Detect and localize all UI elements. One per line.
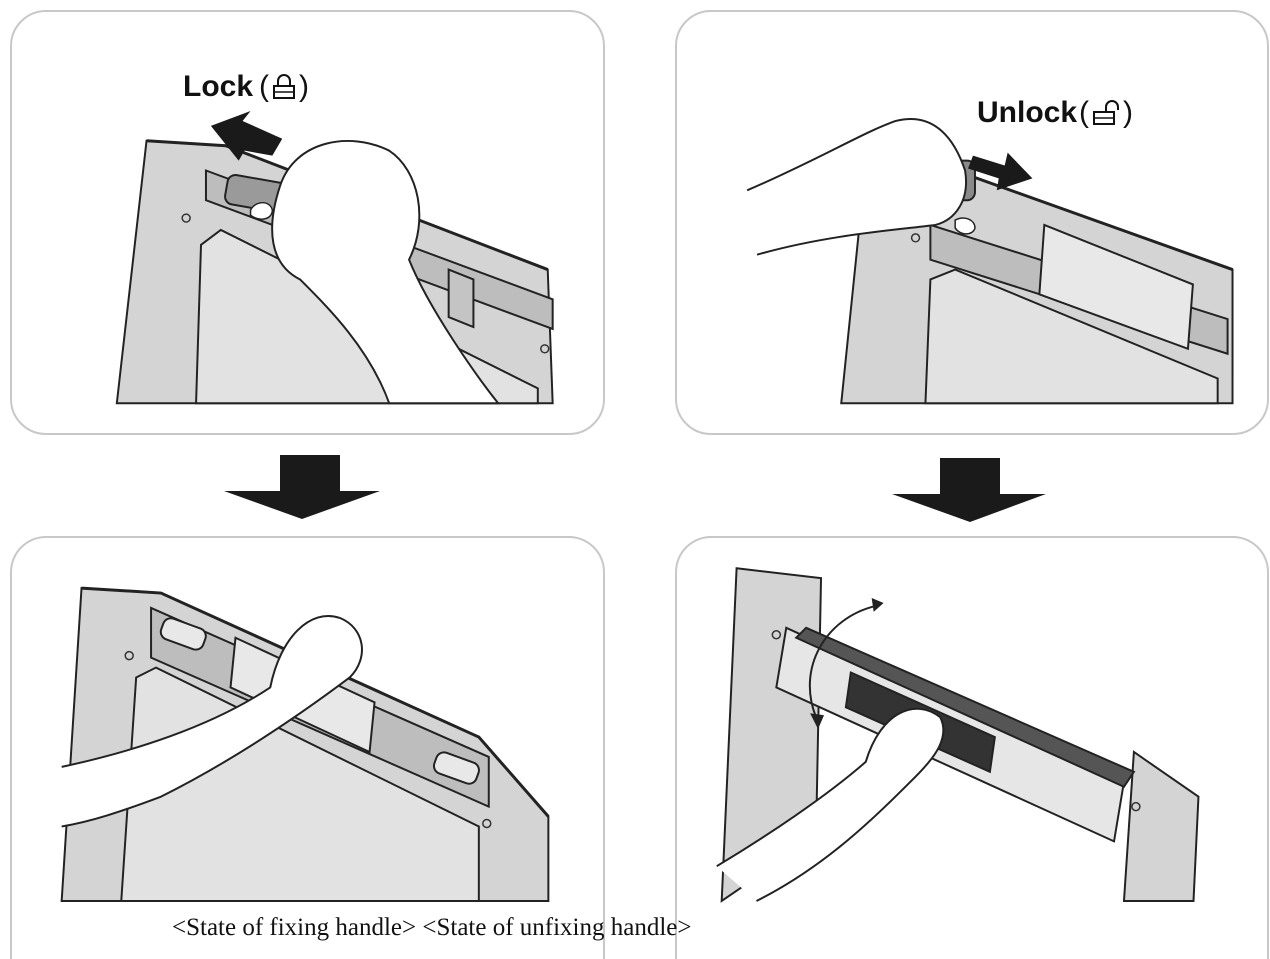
panel-unfixed-handle <box>675 536 1269 959</box>
lock-close-paren: ) <box>299 70 310 103</box>
unlock-direction-arrow-icon <box>968 152 1033 191</box>
unlock-label: Unlock ( ) <box>977 96 1135 130</box>
unlock-open-paren: ( <box>1079 96 1090 129</box>
unlock-step-illustration <box>746 118 1234 405</box>
lock-label-text: Lock <box>183 70 254 103</box>
down-arrow-icon <box>224 455 380 519</box>
curved-double-arrow-icon <box>808 605 876 718</box>
lock-direction-arrow-icon <box>210 111 283 161</box>
caption: <State of fixing handle> <State of unfix… <box>172 914 692 941</box>
panel-unlock-step <box>675 10 1269 435</box>
fixed-handle-illustration <box>60 586 550 902</box>
lock-label: Lock ( ) <box>183 70 311 104</box>
unfixed-handle-illustration <box>716 567 1200 903</box>
lock-open-paren: ( <box>259 70 270 103</box>
unlock-close-paren: ) <box>1123 96 1134 129</box>
panel-fixed-handle <box>10 536 605 959</box>
lock-step-illustration <box>115 111 554 405</box>
lock-closed-icon <box>273 74 296 99</box>
lock-open-icon <box>1093 100 1120 125</box>
down-arrow-icon <box>892 458 1046 522</box>
panel-lock-step <box>10 10 605 435</box>
unlock-label-text: Unlock <box>977 96 1078 129</box>
